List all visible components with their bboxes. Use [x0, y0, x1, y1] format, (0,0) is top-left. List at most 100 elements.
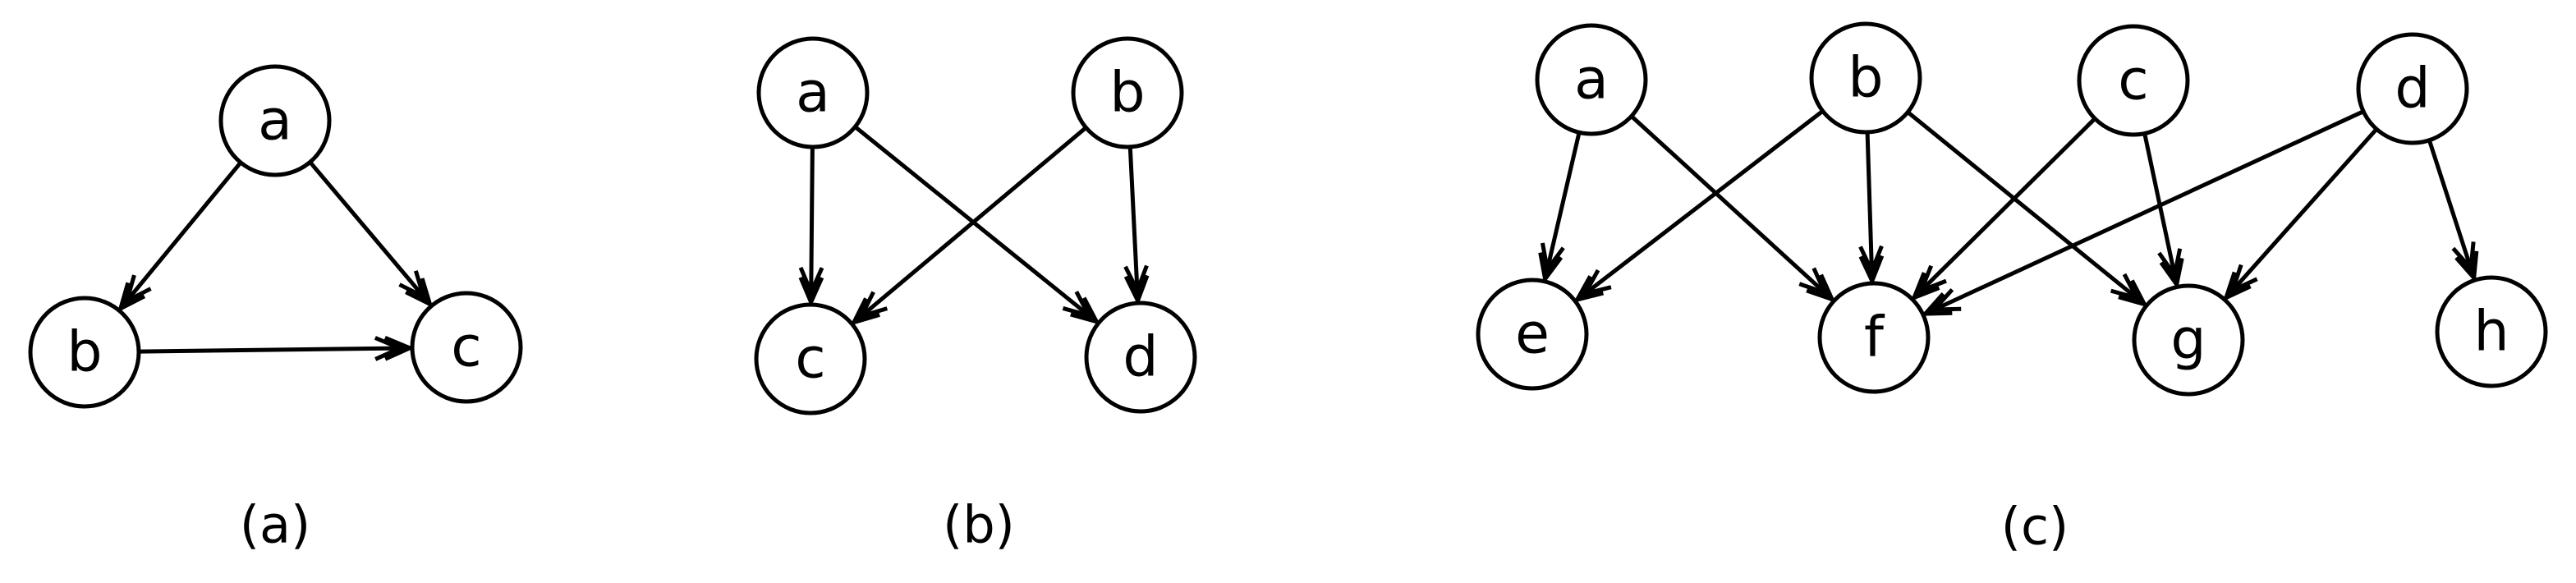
edge-b-to-d: [1123, 146, 1150, 306]
edge-b-to-g: [1906, 110, 2149, 308]
arrowhead-icon: [405, 278, 434, 309]
arrowhead-icon: [2157, 248, 2183, 280]
node-label: c: [2118, 48, 2148, 113]
arrowhead-icon: [2454, 250, 2479, 283]
node-label: a: [796, 61, 830, 126]
edge-d-to-f: [1920, 109, 2365, 316]
edge-a-to-b: [117, 161, 242, 313]
arrowhead-icon: [1062, 291, 1093, 319]
graph-node-b-a: a: [756, 36, 870, 149]
node-circle: [2356, 32, 2469, 145]
node-label: e: [1515, 302, 1550, 367]
edge-line: [1917, 117, 2096, 295]
arrowhead-icon: [123, 274, 152, 305]
edge-line: [1930, 109, 2365, 313]
figure-caption-b: (b): [943, 495, 1015, 555]
figure-caption-c: (c): [2001, 497, 2069, 557]
edge-line: [1906, 110, 2141, 302]
arrowhead-icon: [2229, 264, 2258, 295]
arrowhead-icon: [1858, 255, 1885, 287]
arrowhead-icon: [2451, 241, 2476, 273]
arrowhead-icon: [857, 291, 889, 319]
edge-a-to-c: [798, 146, 824, 308]
arrowhead-icon: [798, 266, 824, 298]
arrowhead-icon: [1540, 242, 1565, 275]
node-circle: [754, 302, 867, 415]
arrowhead-icon: [117, 282, 146, 313]
graph-node-b-b: b: [1071, 36, 1184, 149]
arrowhead-icon: [1920, 292, 1953, 316]
edge-line: [138, 346, 404, 354]
node-circle: [1817, 281, 1931, 394]
edge-line: [1865, 131, 1875, 275]
graph-node-c-f: f: [1817, 281, 1931, 394]
node-circle: [218, 64, 332, 177]
graph-node-c-c: c: [2077, 24, 2190, 137]
edge-c-to-f: [1910, 117, 2096, 301]
edge-line: [857, 126, 1088, 320]
node-circle: [1809, 21, 1922, 135]
node-label: b: [67, 320, 102, 385]
edge-line: [1544, 131, 1582, 273]
edge-b-to-e: [1573, 109, 1825, 303]
arrowhead-icon: [1123, 264, 1149, 296]
arrowhead-icon: [1581, 269, 1612, 297]
edge-line: [2229, 127, 2378, 295]
node-label: b: [1848, 46, 1883, 111]
edge-line: [1630, 114, 1829, 296]
graph-node-c-b: b: [1809, 21, 1922, 135]
node-label: h: [2473, 300, 2509, 365]
node-circle: [1535, 23, 1648, 136]
edge-b-to-f: [1858, 131, 1885, 287]
arrowhead-icon: [1910, 272, 1940, 301]
edge-line: [1581, 109, 1825, 298]
edge-a-to-f: [1630, 114, 1836, 303]
edge-line: [809, 146, 815, 296]
edge-d-to-g: [2222, 127, 2378, 302]
node-circle: [2077, 24, 2190, 137]
node-circle: [2435, 275, 2548, 388]
arrowhead-icon: [398, 270, 427, 301]
node-label: a: [258, 89, 292, 154]
node-circle: [756, 36, 870, 149]
arrowhead-icon: [1798, 267, 1829, 296]
edge-line: [122, 161, 242, 305]
arrowhead-icon: [383, 335, 416, 361]
node-circle: [1071, 36, 1184, 149]
node-label: c: [795, 327, 825, 392]
arrowhead-icon: [1858, 245, 1884, 277]
arrowhead-icon: [2222, 271, 2252, 302]
figure-b: a b c d: [754, 36, 1197, 415]
node-label: a: [1574, 48, 1609, 112]
node-label: g: [2170, 308, 2206, 373]
graph-node-b-c: c: [754, 302, 867, 415]
arrowhead-icon: [2118, 279, 2149, 308]
arrowhead-icon: [1573, 275, 1605, 303]
arrowhead-icon: [1070, 296, 1101, 325]
edge-a-to-e: [1538, 131, 1582, 284]
node-circle: [1084, 301, 1197, 414]
node-circle: [1476, 278, 1589, 391]
arrowhead-icon: [374, 336, 406, 361]
edge-line: [2427, 140, 2474, 273]
graph-node-a-c: c: [410, 291, 523, 404]
graph-node-a-a: a: [218, 64, 332, 177]
arrowhead-icon: [850, 297, 880, 326]
figure-a: a b c: [28, 64, 523, 409]
arrowhead-icon: [1917, 264, 1947, 295]
figure-caption-a: (a): [240, 495, 310, 555]
edge-d-to-h: [2427, 140, 2479, 283]
edge-b-to-c: [850, 126, 1088, 326]
node-label: b: [1109, 61, 1145, 126]
arrowhead-icon: [798, 276, 824, 308]
node-label: d: [2395, 57, 2430, 122]
graph-node-a-b: b: [28, 296, 141, 409]
edge-line: [308, 160, 428, 301]
arrowhead-icon: [2159, 257, 2184, 290]
node-label: c: [451, 315, 481, 380]
graph-node-c-d: d: [2356, 32, 2469, 145]
node-circle: [28, 296, 141, 409]
node-label: d: [1123, 325, 1158, 390]
